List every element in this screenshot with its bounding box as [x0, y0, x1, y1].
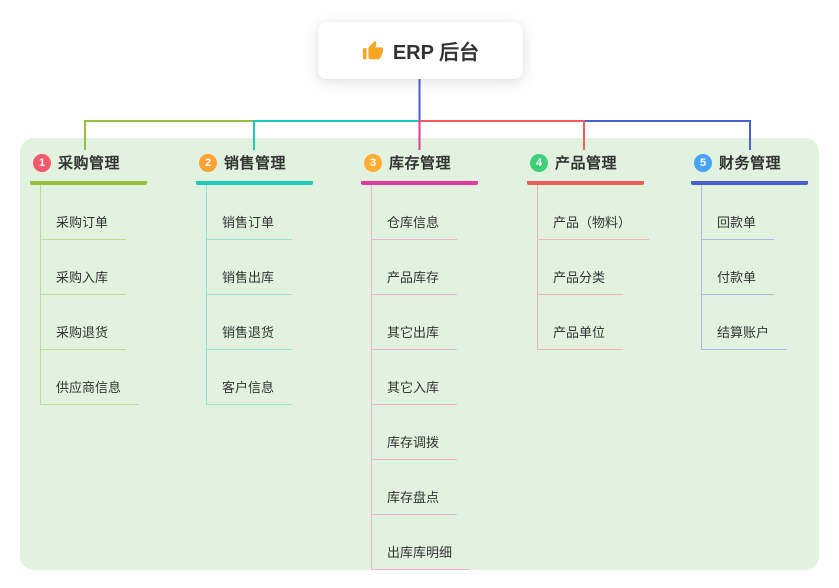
child-label: 产品（物料）: [553, 212, 650, 240]
child-label: 销售订单: [222, 212, 293, 240]
root-node-label: ERP 后台: [392, 42, 480, 64]
branch-title: 产品管理: [555, 155, 618, 172]
child-label: 采购退货: [56, 322, 127, 350]
child-label: 其它入库: [387, 377, 458, 405]
child-label: 其它出库: [387, 322, 458, 350]
branch-number-badge: 4: [530, 153, 548, 172]
child-label: 供应商信息: [56, 377, 140, 405]
child-label: 产品分类: [553, 267, 624, 295]
child-label: 结算账户: [717, 322, 788, 350]
branch-finance: 5 财务管理 回款单 付款单 结算账户: [691, 148, 808, 350]
thumbs-up-icon: [362, 40, 383, 59]
branch-title: 库存管理: [389, 155, 452, 172]
branch-title: 采购管理: [58, 155, 121, 172]
child-node[interactable]: 产品（物料）: [538, 185, 650, 240]
child-node[interactable]: 采购退货: [41, 295, 147, 350]
branch-children: 采购订单 采购入库 采购退货 供应商信息: [40, 185, 147, 405]
branch-children: 产品（物料） 产品分类 产品单位: [537, 185, 650, 350]
child-label: 仓库信息: [387, 212, 458, 240]
child-node[interactable]: 产品库存: [372, 240, 478, 295]
child-node[interactable]: 采购入库: [41, 240, 147, 295]
child-label: 产品单位: [553, 322, 624, 350]
child-node[interactable]: 其它出库: [372, 295, 478, 350]
child-node[interactable]: 其它入库: [372, 350, 478, 405]
branch-children: 销售订单 销售出库 销售退货 客户信息: [206, 185, 313, 405]
child-node[interactable]: 出库库明细: [372, 515, 478, 570]
child-label: 销售退货: [222, 322, 293, 350]
branch-number-badge: 5: [694, 153, 712, 172]
child-node[interactable]: 供应商信息: [41, 350, 147, 405]
child-node[interactable]: 销售退货: [207, 295, 313, 350]
branch-title: 销售管理: [224, 155, 287, 172]
child-node[interactable]: 销售订单: [207, 185, 313, 240]
branch-node[interactable]: 4 产品管理: [527, 148, 644, 185]
child-label: 回款单: [717, 212, 775, 240]
child-node[interactable]: 回款单: [702, 185, 808, 240]
child-label: 库存盘点: [387, 487, 458, 515]
child-label: 采购入库: [56, 267, 127, 295]
branch-number-badge: 2: [199, 153, 217, 172]
child-node[interactable]: 销售出库: [207, 240, 313, 295]
child-node[interactable]: 库存盘点: [372, 460, 478, 515]
child-label: 产品库存: [387, 267, 458, 295]
child-node[interactable]: 仓库信息: [372, 185, 478, 240]
child-label: 库存调拨: [387, 432, 458, 460]
child-node[interactable]: 付款单: [702, 240, 808, 295]
child-node[interactable]: 客户信息: [207, 350, 313, 405]
branch-children: 回款单 付款单 结算账户: [701, 185, 808, 350]
branch-sales: 2 销售管理 销售订单 销售出库 销售退货 客户信息: [196, 148, 313, 405]
child-label: 客户信息: [222, 377, 293, 405]
branch-title: 财务管理: [719, 155, 782, 172]
child-node[interactable]: 采购订单: [41, 185, 147, 240]
mindmap-panel: 1 采购管理 采购订单 采购入库 采购退货 供应商信息 2 销售管理 销售订单 …: [20, 138, 819, 570]
child-node[interactable]: 产品分类: [538, 240, 649, 295]
branch-node[interactable]: 1 采购管理: [30, 148, 147, 185]
branch-children: 仓库信息 产品库存 其它出库 其它入库 库存调拨 库存盘点 出库库明细: [371, 185, 478, 570]
child-label: 采购订单: [56, 212, 127, 240]
child-node[interactable]: 结算账户: [702, 295, 808, 350]
child-label: 销售出库: [222, 267, 293, 295]
branch-number-badge: 3: [364, 153, 382, 172]
branch-node[interactable]: 5 财务管理: [691, 148, 808, 185]
branch-purchase: 1 采购管理 采购订单 采购入库 采购退货 供应商信息: [30, 148, 147, 405]
root-node[interactable]: ERP 后台: [318, 22, 523, 79]
branch-inventory: 3 库存管理 仓库信息 产品库存 其它出库 其它入库 库存调拨 库存盘点 出库库…: [361, 148, 478, 570]
child-label: 出库库明细: [387, 542, 471, 570]
child-node[interactable]: 产品单位: [538, 295, 649, 350]
child-label: 付款单: [717, 267, 775, 295]
branch-number-badge: 1: [33, 153, 51, 172]
branch-product: 4 产品管理 产品（物料） 产品分类 产品单位: [527, 148, 650, 350]
child-node[interactable]: 库存调拨: [372, 405, 478, 460]
branch-node[interactable]: 2 销售管理: [196, 148, 313, 185]
branch-node[interactable]: 3 库存管理: [361, 148, 478, 185]
